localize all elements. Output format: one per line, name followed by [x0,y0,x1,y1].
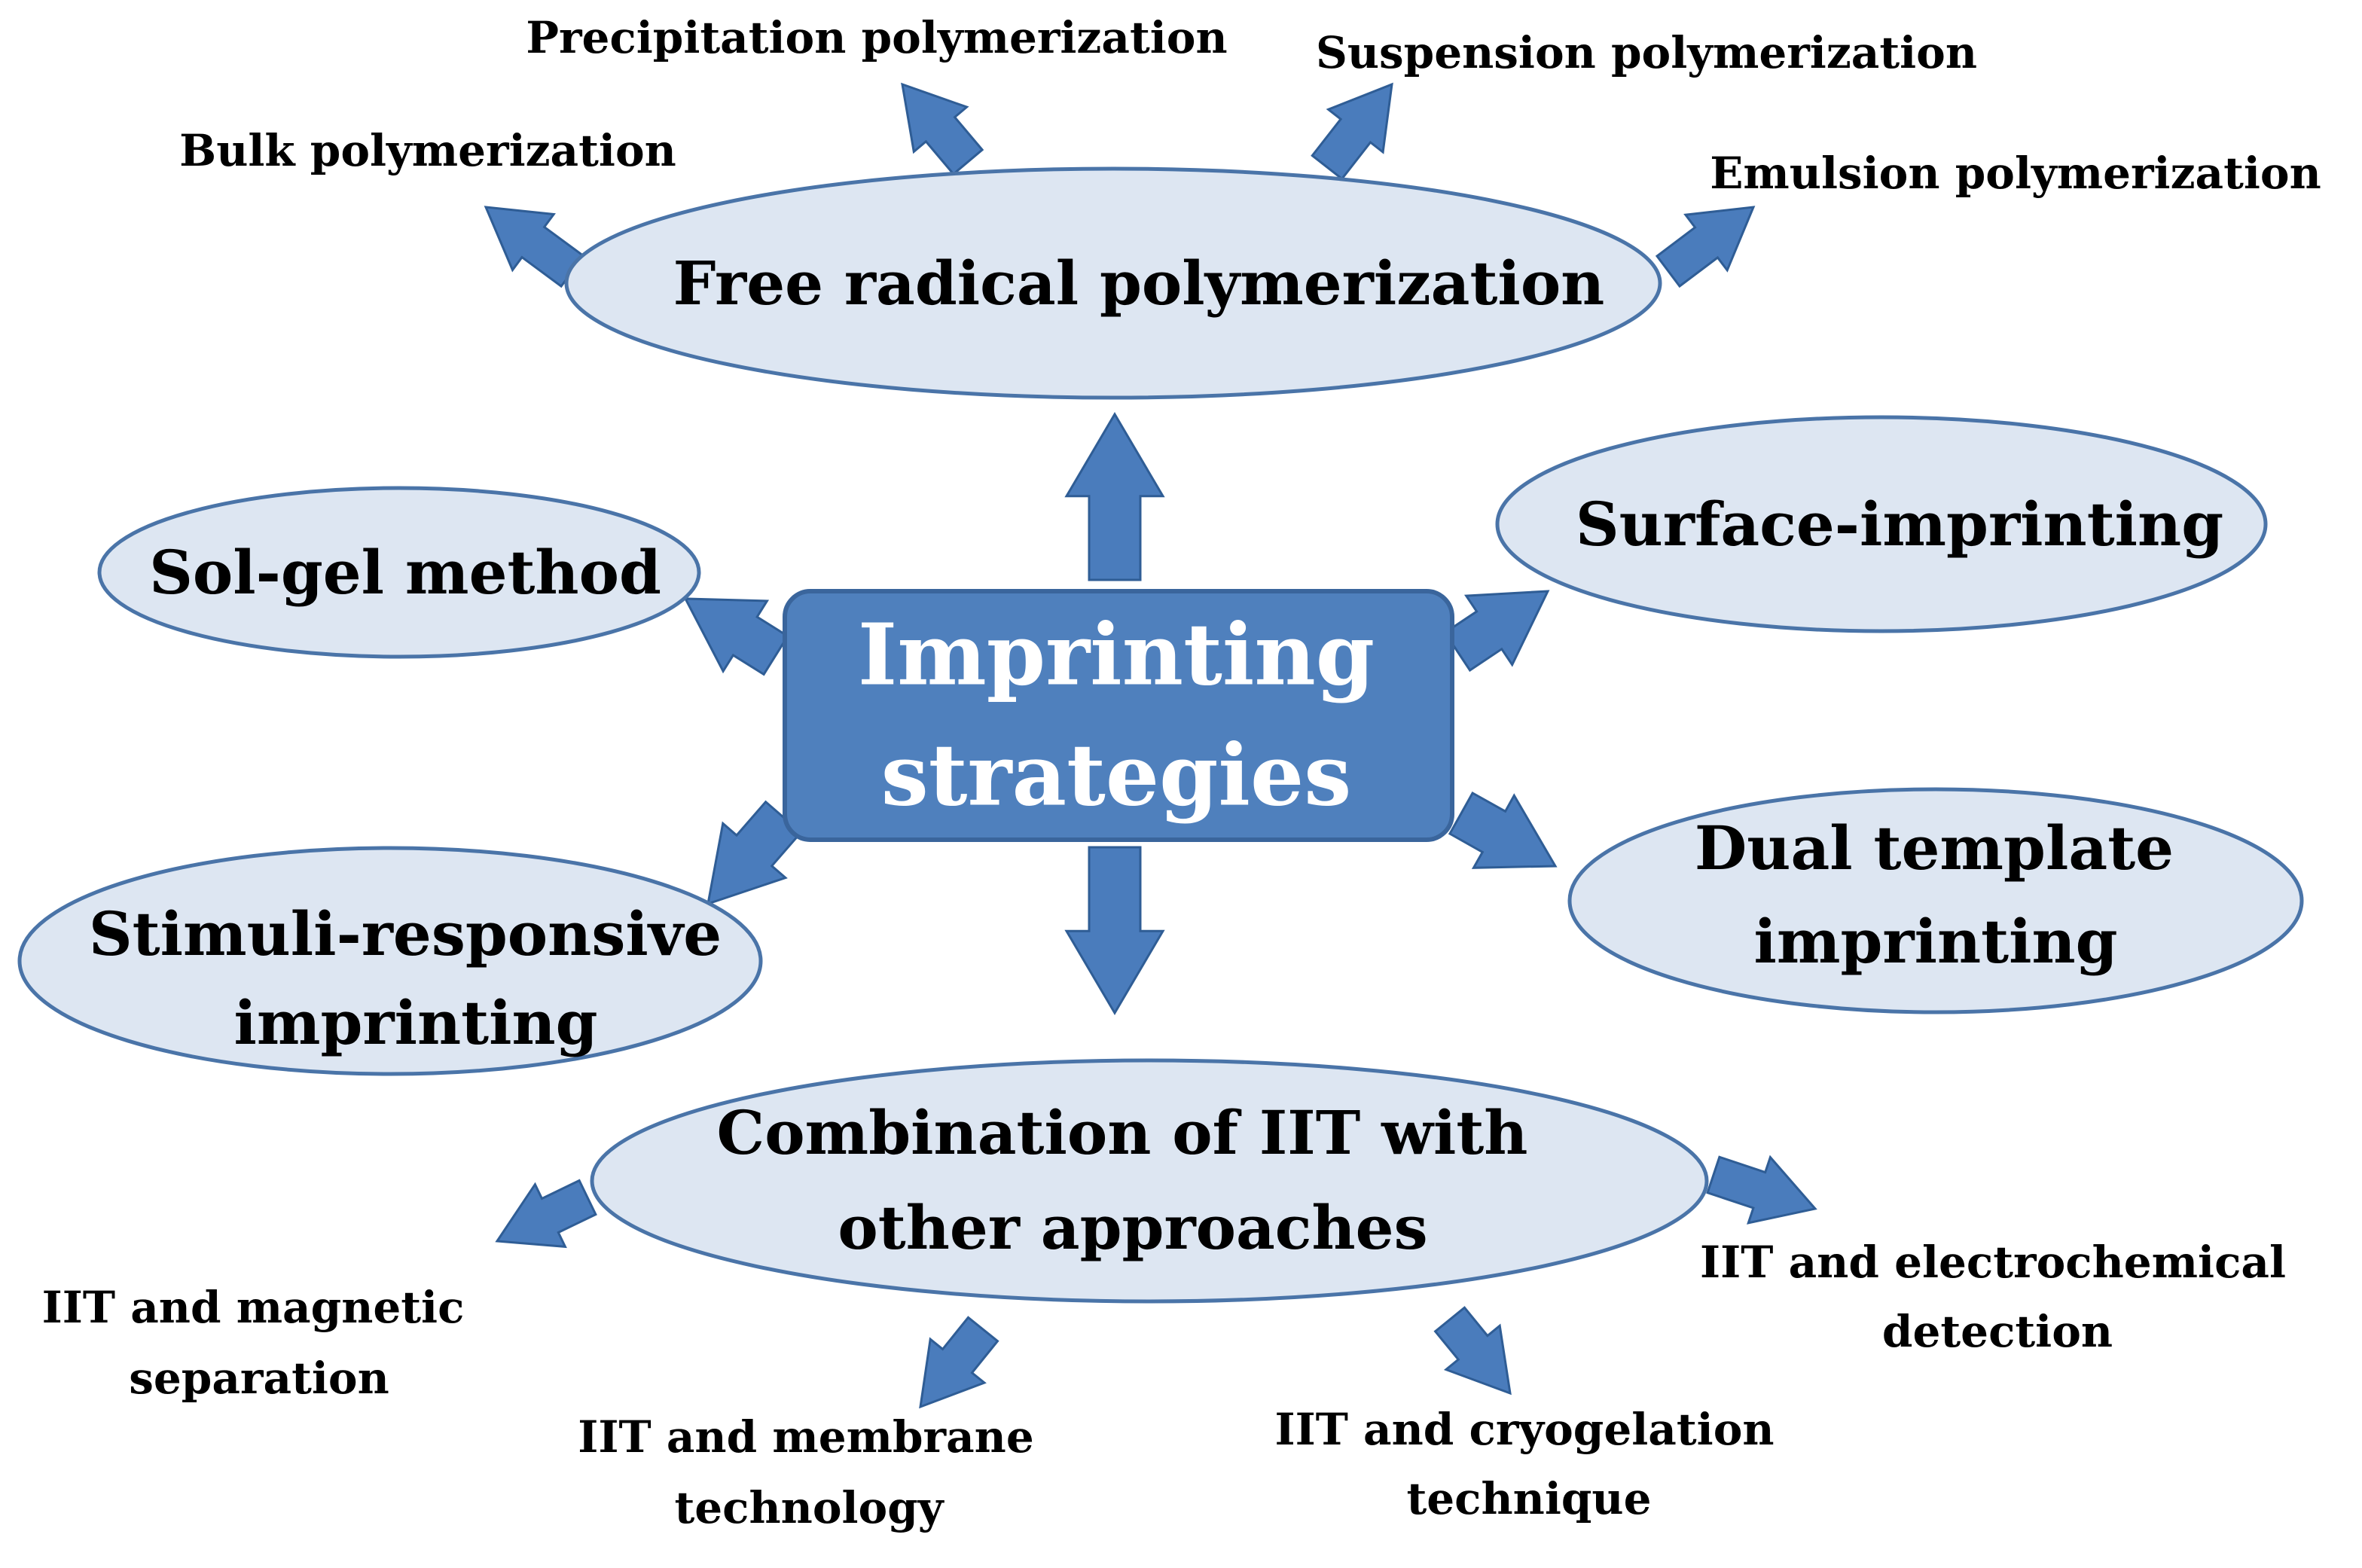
arrow-center-to-sol-gel [683,597,789,676]
surface-imprinting-node [1495,415,2268,633]
arrow-free-radical-to-suspension [1311,82,1393,181]
dual-template-imprinting-label-line2: imprinting [1753,906,2117,977]
sol-gel-method-label: Sol-gel method [149,537,661,608]
arrow-combination-to-membrane [919,1316,999,1409]
iit-membrane-label-line1: IIT and membrane [578,1411,1034,1463]
arrow-free-radical-to-emulsion [1655,206,1756,288]
stimuli-responsive-imprinting-label-line2: imprinting [233,987,597,1058]
arrow-combination-to-cryogelation [1433,1306,1512,1396]
stimuli-responsive-imprinting-label-line1: Stimuli-responsive [89,898,722,969]
arrow-combination-to-electrochemical [1706,1155,1817,1225]
arrow-center-to-dual-template [1448,791,1558,869]
arrow-center-to-combination [1064,846,1165,1015]
center-label-line1: Imprinting [858,606,1375,705]
free-radical-polymerization-label: Free radical polymerization [673,248,1605,319]
imprinting-strategies-center-box [783,589,1454,842]
dual-template-imprinting-node [1567,787,2304,1014]
iit-magnetic-label-line1: IIT and magnetic [42,1282,465,1333]
bulk-polymerization-label: Bulk polymerization [179,125,676,176]
iit-electrochemical-label-line1: IIT and electrochemical [1700,1237,2286,1288]
arrow-center-to-surface [1443,590,1550,673]
combination-label-line1: Combination of IIT with [717,1097,1528,1168]
iit-electrochemical-label-line2: detection [1882,1306,2113,1357]
center-label-line2: strategies [881,727,1352,825]
arrow-free-radical-to-precipitation [901,82,984,176]
emulsion-polymerization-label: Emulsion polymerization [1710,148,2321,199]
suspension-polymerization-label: Suspension polymerization [1316,27,1977,78]
free-radical-polymerization-node [564,166,1662,400]
iit-cryogelation-label-line1: IIT and cryogelation [1274,1404,1774,1455]
combination-node [590,1058,1709,1304]
dual-template-imprinting-label-line1: Dual template [1695,813,2174,883]
iit-magnetic-label-line2: separation [129,1353,389,1404]
arrows-layer [484,82,1817,1409]
arrow-free-radical-to-bulk [484,206,586,288]
stimuli-responsive-imprinting-node [17,846,763,1076]
combination-label-line2: other approaches [838,1192,1427,1263]
arrow-center-to-free-radical [1064,412,1165,581]
sol-gel-method-node [97,486,701,659]
arrow-combination-to-magnetic [495,1179,597,1249]
iit-cryogelation-label-line2: technique [1406,1473,1651,1524]
iit-membrane-label-line2: technology [674,1482,944,1533]
surface-imprinting-label: Surface-imprinting [1576,489,2223,560]
precipitation-polymerization-label: Precipitation polymerization [526,12,1227,63]
